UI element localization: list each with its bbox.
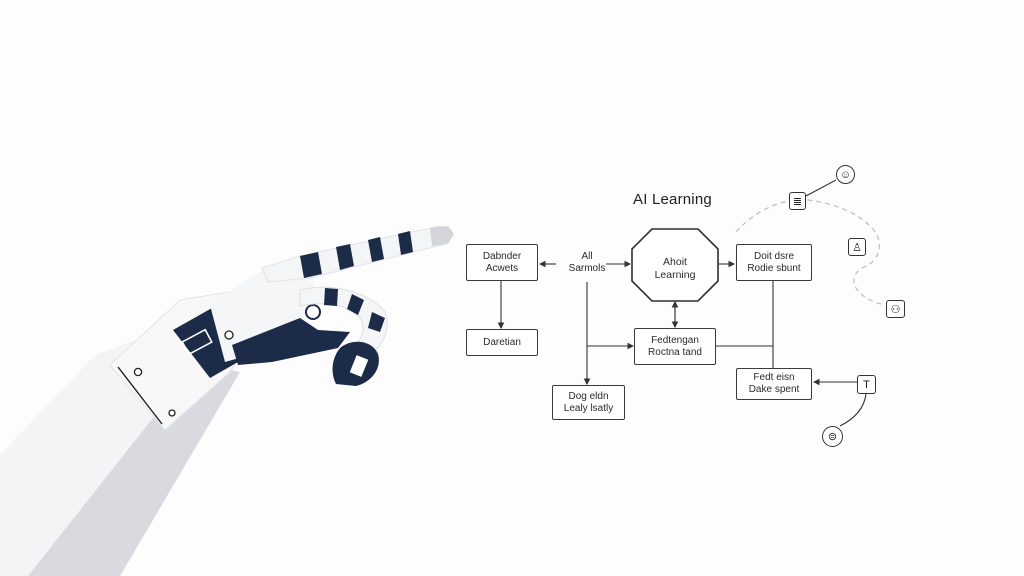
wrist-slot <box>181 328 213 356</box>
octagon-node <box>631 228 719 302</box>
diagram-title: AI Learning <box>633 191 712 208</box>
node-top-right-line1: Doit dsre <box>753 250 794 262</box>
node-top-right: Doit dsre Rodie sbunt <box>736 244 812 281</box>
knuckle-joint <box>305 304 321 320</box>
coin-icon: ⊜ <box>822 426 843 447</box>
arm-seam-line <box>117 366 163 425</box>
forearm-plate <box>28 365 240 576</box>
dashed-arc-right <box>853 227 885 306</box>
connector-t-to-circle <box>839 393 867 427</box>
node-bottom-left: Dog eldn Lealy lsatly <box>552 385 625 420</box>
octagon-label-line2: Learning <box>654 269 696 281</box>
node-bottom-right: Fedt eisn Dake spent <box>736 368 812 400</box>
node-top-left: Dabnder Acwets <box>466 244 538 281</box>
node-top-left-line2: Acwets <box>485 262 519 274</box>
palm <box>210 265 318 362</box>
document-icon: ≣ <box>789 192 806 210</box>
people-icon: ⚇ <box>886 300 905 318</box>
node-mid-center-line1: Fedtengan <box>651 334 699 346</box>
thumb-nail <box>347 353 371 379</box>
finger-band-2 <box>336 244 354 270</box>
node-bottom-left-line2: Lealy lsatly <box>563 402 614 414</box>
wrist-cuff <box>173 308 238 378</box>
finger-band-3 <box>368 237 384 262</box>
finger-tip <box>430 226 454 246</box>
node-top-center-label-line2: Sarmols <box>568 263 606 274</box>
curled-band-2 <box>347 294 364 315</box>
node-bottom-right-line1: Fedt eisn <box>753 372 795 383</box>
node-bottom-right-line2: Dake spent <box>748 384 800 395</box>
palm-rivet <box>224 330 234 340</box>
node-top-center-label: All Sarmols <box>559 251 615 275</box>
octagon-label: Ahoit Learning <box>634 256 716 282</box>
node-top-center-label-line1: All <box>581 251 593 262</box>
smiley-icon: ☺ <box>836 165 855 184</box>
person-icon: ♙ <box>848 238 866 256</box>
palm-navy-plate <box>232 318 350 365</box>
node-mid-center: Fedtengan Roctna tand <box>634 328 716 365</box>
octagon-label-line1: Ahoit <box>663 256 687 268</box>
node-bottom-left-line1: Dog eldn <box>568 390 609 402</box>
text-icon: T <box>857 375 876 394</box>
node-top-left-line1: Dabnder <box>482 250 522 262</box>
curled-band-3 <box>368 312 385 332</box>
node-top-right-line2: Rodie sbunt <box>747 262 801 274</box>
node-mid-center-line2: Roctna tand <box>648 346 702 358</box>
finger-band-1 <box>300 252 322 278</box>
arm-rivet-2 <box>168 409 176 417</box>
node-mid-left: Daretian <box>466 329 538 356</box>
curled-band-1 <box>324 288 338 306</box>
finger-band-4 <box>398 231 413 255</box>
arm-rivet-1 <box>133 367 143 377</box>
dashed-arc-top <box>735 199 873 233</box>
connector-doc-to-circle <box>805 179 837 197</box>
node-mid-left-line1: Daretian <box>483 336 521 348</box>
